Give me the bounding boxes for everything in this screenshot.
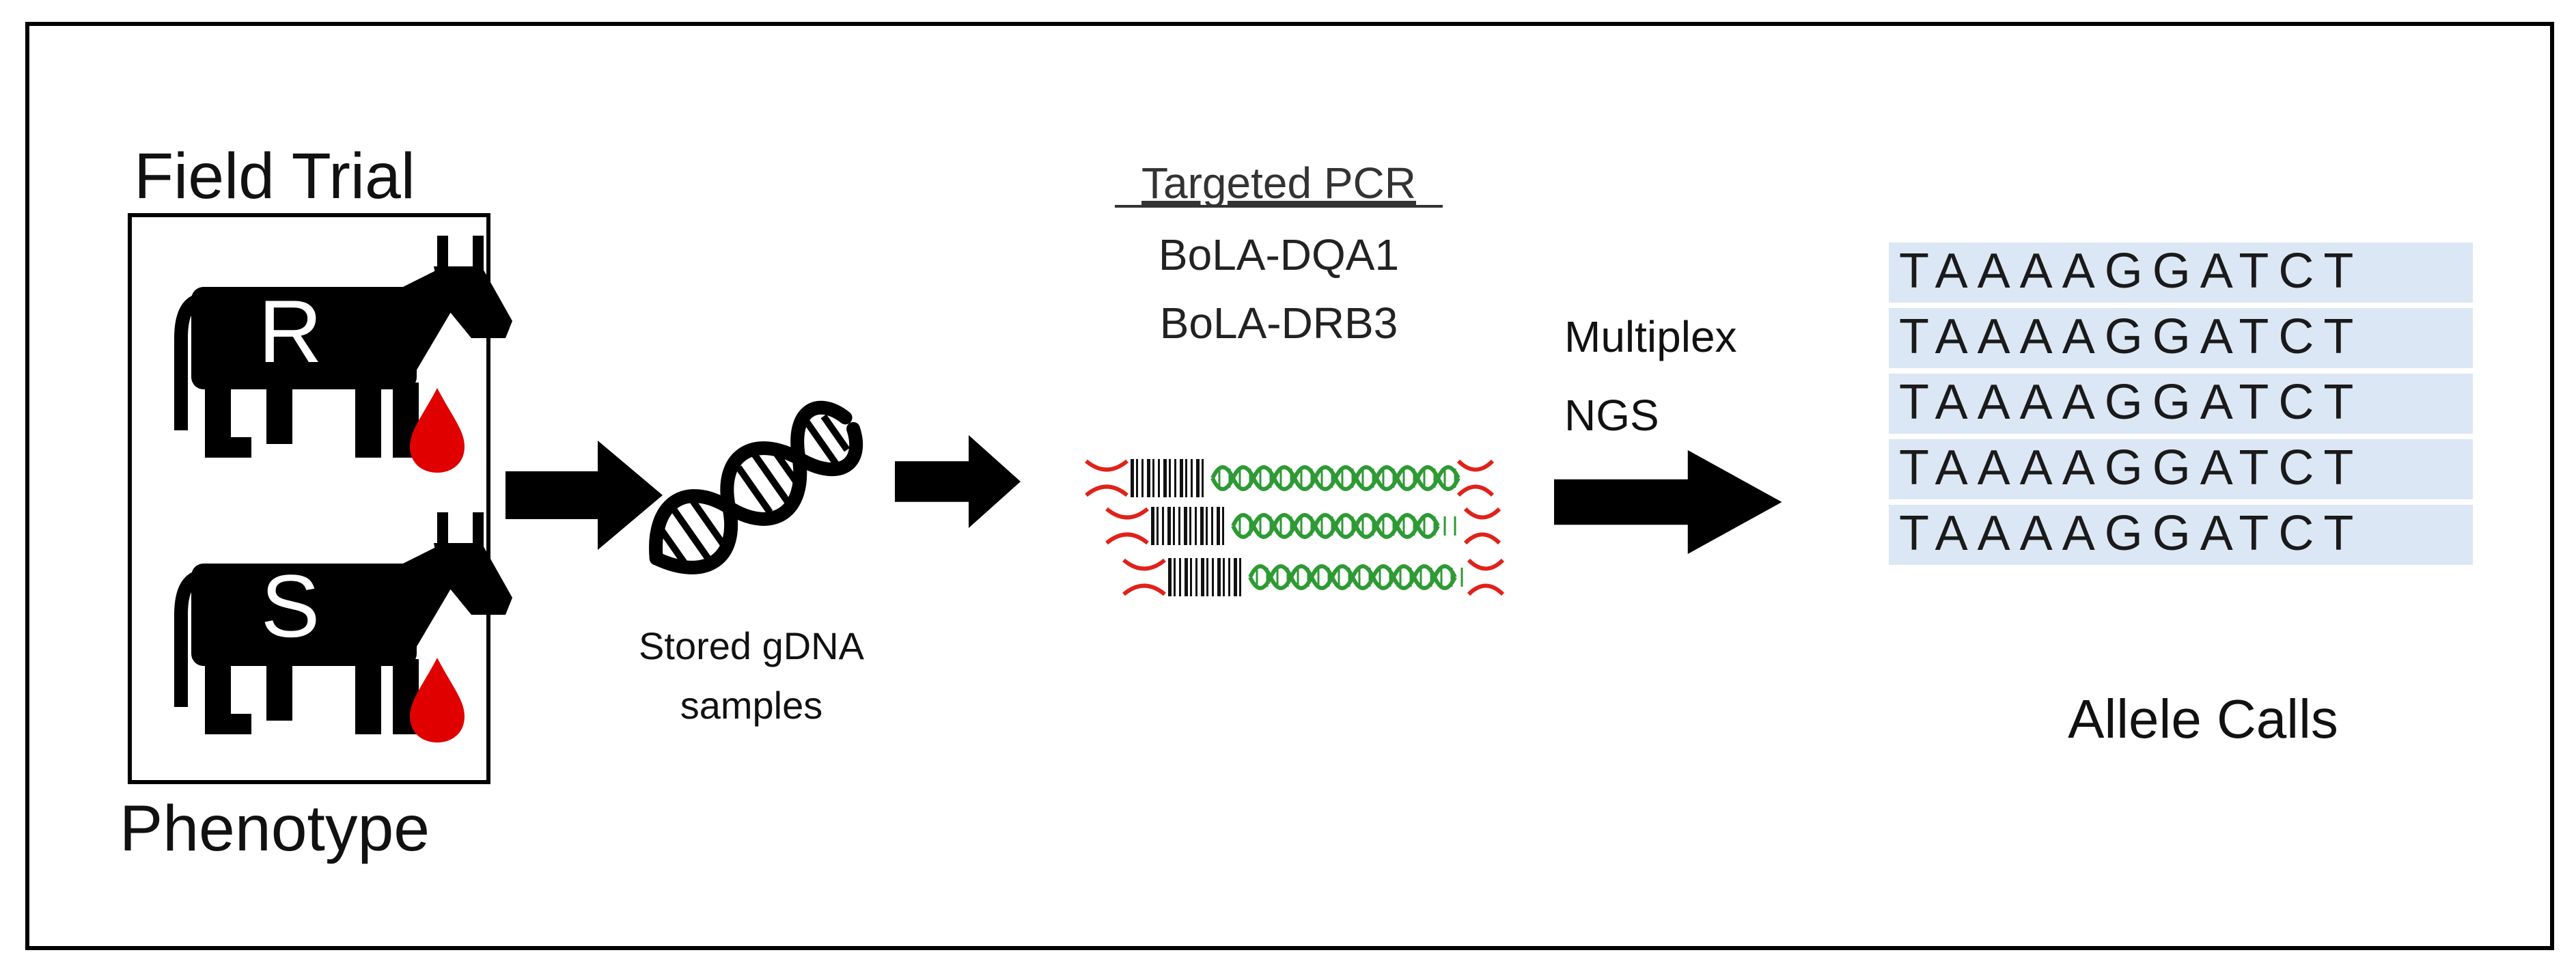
pcr-gene-dqa1: BoLA-DQA1 bbox=[1159, 230, 1399, 279]
sequence-row-bg bbox=[1889, 505, 2473, 565]
ngs-line2: NGS bbox=[1564, 391, 1659, 440]
amplicon-strand bbox=[1085, 459, 1495, 497]
dna-caption-line2: samples bbox=[680, 684, 823, 727]
dna-caption-line1: Stored gDNA bbox=[639, 624, 865, 667]
susceptible-label: S bbox=[261, 556, 320, 656]
sequence-row-bg bbox=[1889, 308, 2473, 368]
sequence-row-bg bbox=[1889, 374, 2473, 434]
ngs-line1: Multiplex bbox=[1564, 312, 1737, 361]
amplicon-icon bbox=[1085, 459, 1505, 596]
dna-helix-icon bbox=[649, 400, 863, 574]
field-trial-box bbox=[128, 213, 490, 784]
allele-sequence-panel: TAAAAGGATCT TAAAAGGATCT TAAAAGGATCT TAAAAGG… bbox=[1889, 242, 2473, 565]
phenotype-label: Phenotype bbox=[120, 792, 430, 865]
allele-sequence-row: TAAAAGGATCT bbox=[1899, 309, 2363, 364]
pcr-heading: Targeted PCR bbox=[1141, 158, 1416, 208]
amplicon-strand bbox=[1105, 507, 1501, 545]
allele-sequence-row: TAAAAGGATCT bbox=[1899, 506, 2363, 561]
sequence-row-bg bbox=[1889, 242, 2473, 303]
field-trial-title: Field Trial bbox=[134, 140, 415, 212]
allele-calls-caption: Allele Calls bbox=[2068, 689, 2338, 749]
allele-sequence-row: TAAAAGGATCT bbox=[1899, 441, 2363, 495]
sequence-row-bg bbox=[1889, 439, 2473, 499]
resistant-label: R bbox=[258, 281, 322, 381]
pcr-gene-drb3: BoLA-DRB3 bbox=[1160, 298, 1398, 348]
allele-sequence-row: TAAAAGGATCT bbox=[1899, 244, 2363, 298]
amplicon-strand bbox=[1122, 558, 1505, 596]
allele-sequence-row: TAAAAGGATCT bbox=[1899, 375, 2363, 430]
